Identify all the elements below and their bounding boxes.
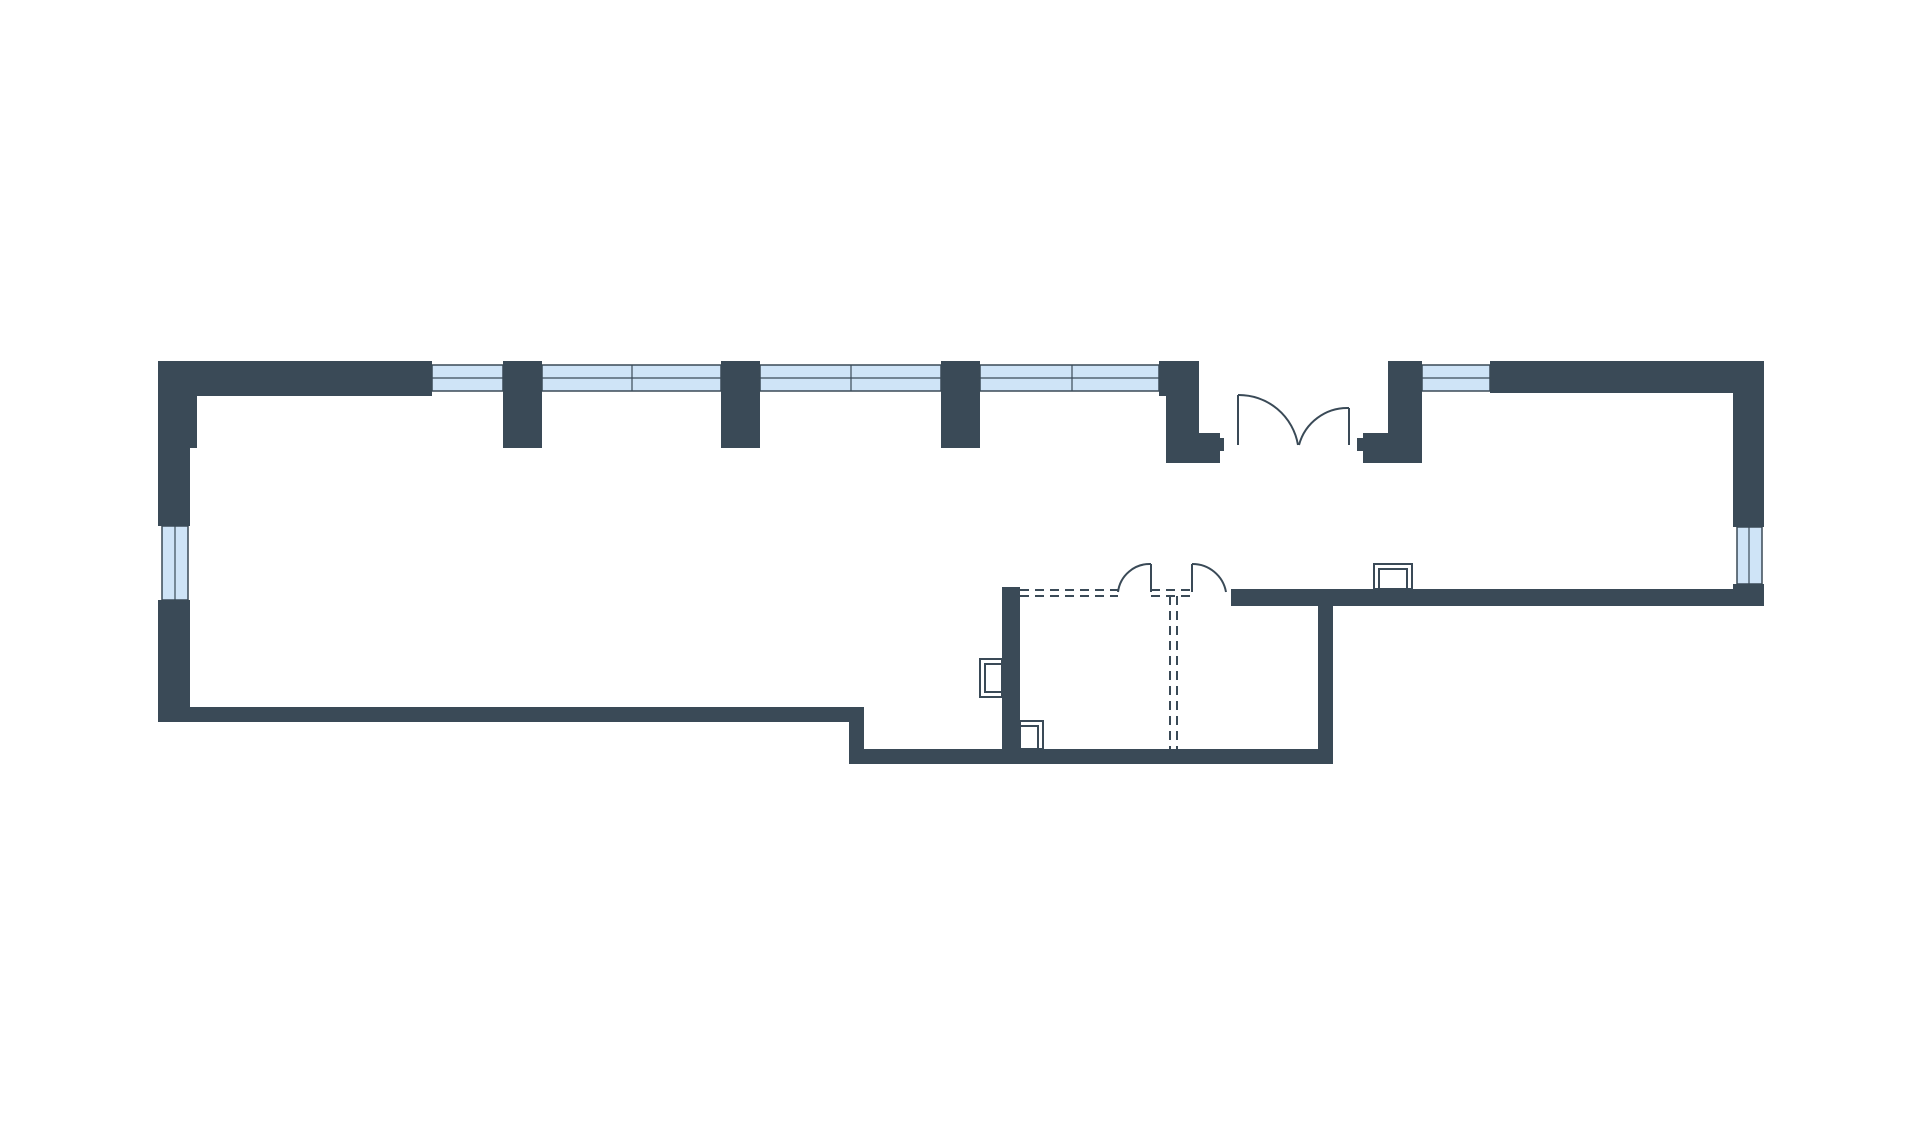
window-right [1736,526,1763,585]
wall-left-lower [158,600,190,722]
entrance-jamb-right-foot [1363,433,1422,463]
windows [161,364,1763,601]
wall-bottom-middle [849,749,1333,764]
walls [158,361,1764,764]
wall-recess-right [1318,590,1333,764]
wall-left-upper [158,361,190,526]
entrance-double-door [1237,393,1350,446]
window-top-1 [431,364,504,392]
wall-right-lower [1231,589,1764,606]
entrance-jamb-left-stub [1218,438,1224,451]
doors [1117,393,1350,593]
pier-3 [941,361,980,448]
wall-bottom-left [158,707,864,722]
bathroom-door-left [1117,562,1152,593]
pier-1 [503,361,542,448]
wall-inner-partition [1002,587,1020,764]
window-top-3 [759,364,942,392]
dashed-partitions [1020,589,1192,749]
wall-top-left [158,361,432,396]
wall-top-right [1490,361,1764,393]
riser-fixture-bottom [1019,720,1044,750]
bathroom-door-right [1191,562,1227,593]
fixtures [979,563,1413,750]
window-left [161,525,189,601]
riser-fixture-top [1373,563,1413,590]
window-top-right [1421,364,1491,392]
pier-2 [721,361,760,448]
window-top-2 [541,364,722,392]
riser-fixture-left [979,658,1003,698]
wall-right-lower-segment [1733,584,1764,606]
entrance-jamb-right-stub [1357,438,1364,451]
entrance-jamb-left-foot [1166,433,1220,463]
entrance-jamb-left [1159,361,1199,396]
window-top-4 [979,364,1160,392]
